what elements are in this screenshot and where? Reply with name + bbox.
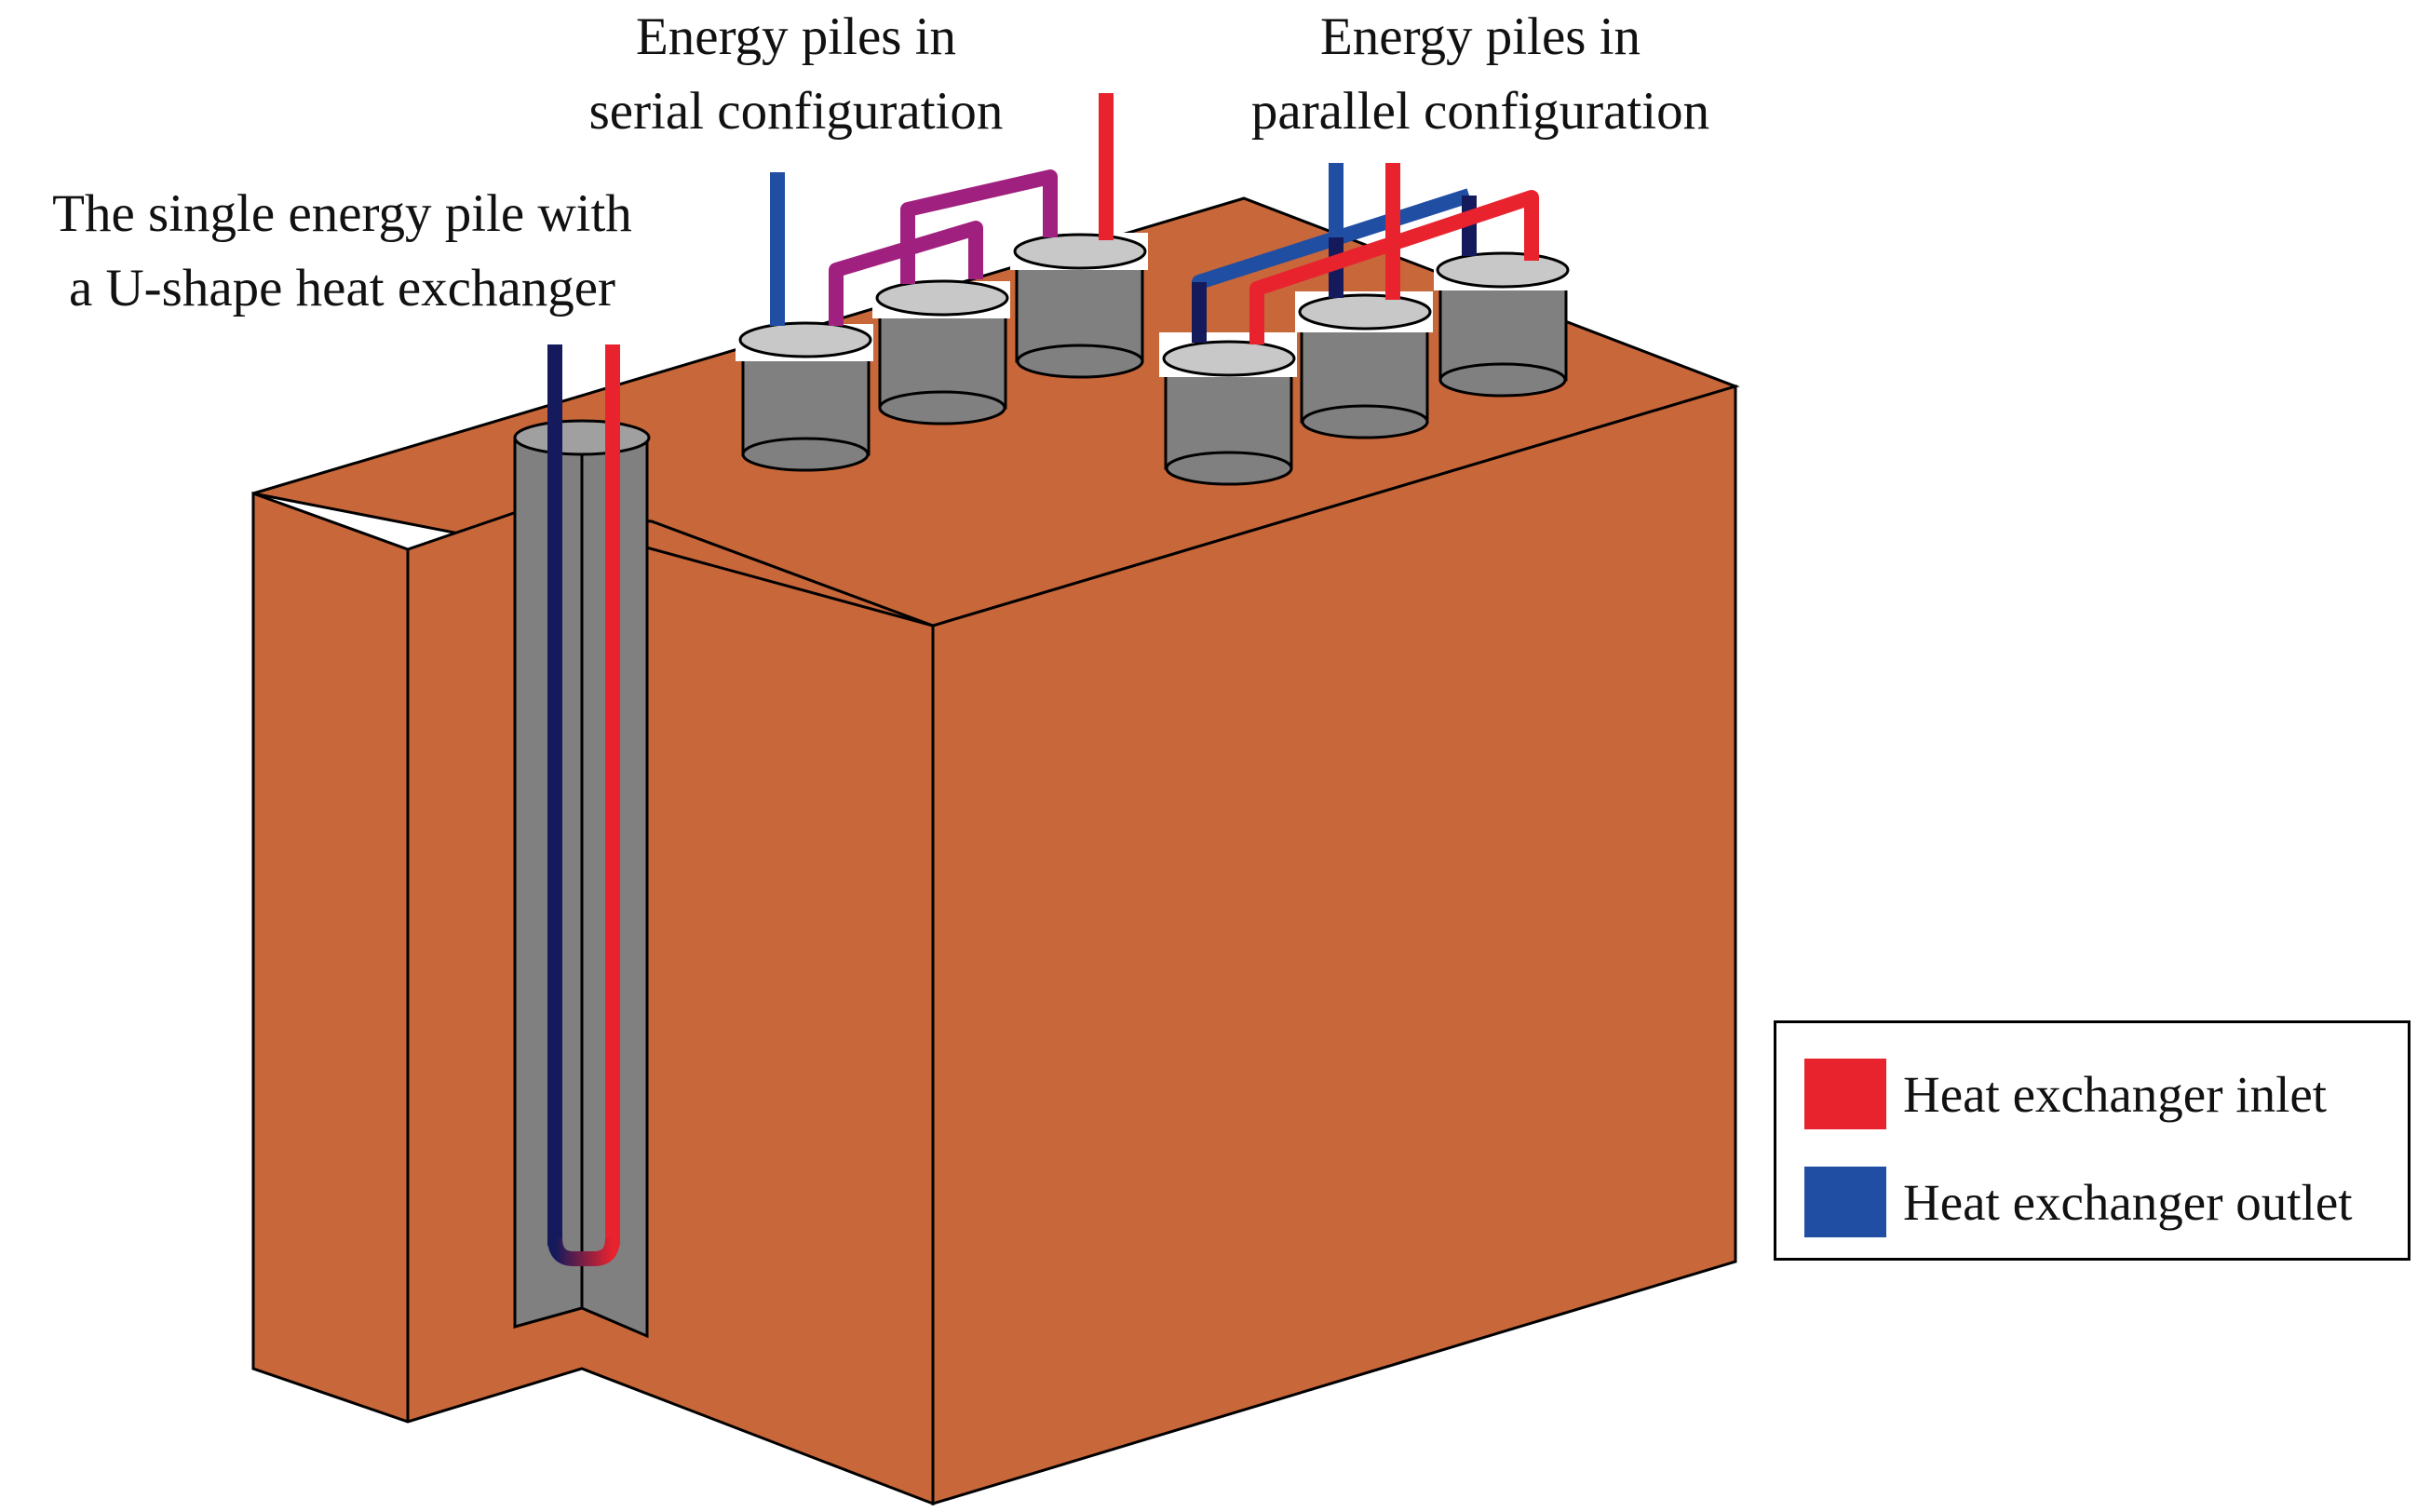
legend: Heat exchanger inlet Heat exchanger outl… bbox=[1774, 1020, 2410, 1261]
serial-label-line1: Energy piles in bbox=[635, 7, 957, 66]
outlet-swatch bbox=[1804, 1167, 1886, 1237]
serial-label-line2: serial configuration bbox=[588, 82, 1004, 141]
serial-pile bbox=[1010, 233, 1148, 379]
legend-label-outlet: Heat exchanger outlet bbox=[1903, 1173, 2353, 1231]
inlet-swatch bbox=[1804, 1059, 1886, 1129]
serial-piles bbox=[736, 93, 1148, 472]
single-pile-top bbox=[513, 419, 651, 456]
parallel-pile bbox=[1159, 332, 1297, 486]
parallel-piles bbox=[1159, 163, 1572, 486]
legend-label-inlet: Heat exchanger inlet bbox=[1903, 1065, 2328, 1123]
serial-pile bbox=[736, 321, 873, 472]
legend-item-outlet: Heat exchanger outlet bbox=[1804, 1155, 2353, 1249]
serial-piles-label: Energy piles in serial configuration bbox=[545, 0, 1047, 149]
parallel-pile bbox=[1434, 250, 1572, 398]
single-pile-label: The single energy pile with a U-shape he… bbox=[9, 177, 675, 326]
legend-item-inlet: Heat exchanger inlet bbox=[1804, 1047, 2327, 1141]
single-energy-pile bbox=[513, 344, 651, 1339]
single-pile-u-bend bbox=[547, 1237, 620, 1266]
parallel-label-line1: Energy piles in bbox=[1319, 7, 1641, 66]
serial-pile bbox=[872, 279, 1010, 425]
parallel-pile bbox=[1295, 291, 1433, 439]
serial-link-pipe-2 bbox=[900, 169, 1058, 284]
single-pile-label-line1: The single energy pile with bbox=[52, 184, 632, 243]
parallel-piles-label: Energy piles in parallel configuration bbox=[1210, 0, 1750, 149]
parallel-label-line2: parallel configuration bbox=[1250, 82, 1710, 141]
single-pile-label-line2: a U-shape heat exchanger bbox=[68, 259, 616, 317]
